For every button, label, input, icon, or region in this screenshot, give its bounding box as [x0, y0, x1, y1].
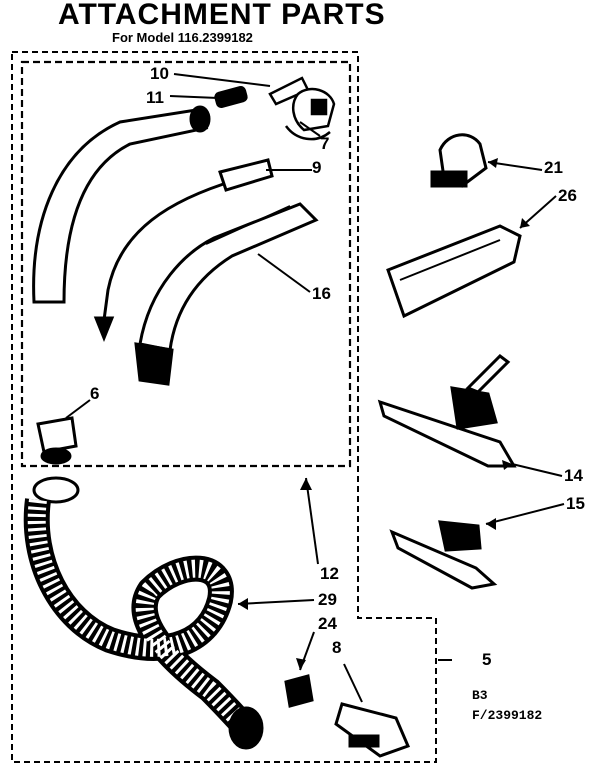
callout-7: 7 — [320, 134, 330, 153]
arrowheads — [238, 158, 530, 670]
wand-tube — [32, 105, 211, 304]
footer-line-1: B3 — [472, 688, 488, 703]
callout-8: 8 — [332, 638, 342, 657]
callout-9: 9 — [312, 158, 322, 177]
diagram-subtitle: For Model 116.2399182 — [112, 30, 253, 45]
dusting-brush — [430, 133, 488, 188]
callout-12: 12 — [320, 564, 339, 583]
hose-fittings — [284, 674, 411, 758]
callout-21: 21 — [544, 158, 563, 177]
callout-5: 5 — [482, 650, 492, 669]
callout-6: 6 — [90, 384, 100, 403]
callout-15: 15 — [566, 494, 585, 513]
callout-10: 10 — [150, 64, 169, 83]
inner-dashed-frame — [20, 60, 352, 468]
footer-line-2: F/2399182 — [472, 708, 543, 723]
callout-14: 14 — [564, 466, 583, 485]
callout-26: 26 — [558, 186, 577, 205]
handle-wand — [134, 202, 319, 386]
floor-brush — [377, 354, 517, 468]
power-cord — [93, 158, 274, 343]
crevice-tool — [386, 224, 522, 319]
callout-16: 16 — [312, 284, 331, 303]
outer-dashed-frame — [11, 51, 437, 763]
swivel-parts — [214, 76, 336, 141]
cord-connector — [36, 416, 78, 465]
flexible-hose — [23, 476, 264, 750]
callout-24: 24 — [318, 614, 337, 633]
upholstery-tool — [389, 520, 498, 590]
diagram-title: ATTACHMENT PARTS — [58, 0, 386, 31]
callout-11: 11 — [146, 88, 164, 107]
callout-29: 29 — [318, 590, 337, 609]
